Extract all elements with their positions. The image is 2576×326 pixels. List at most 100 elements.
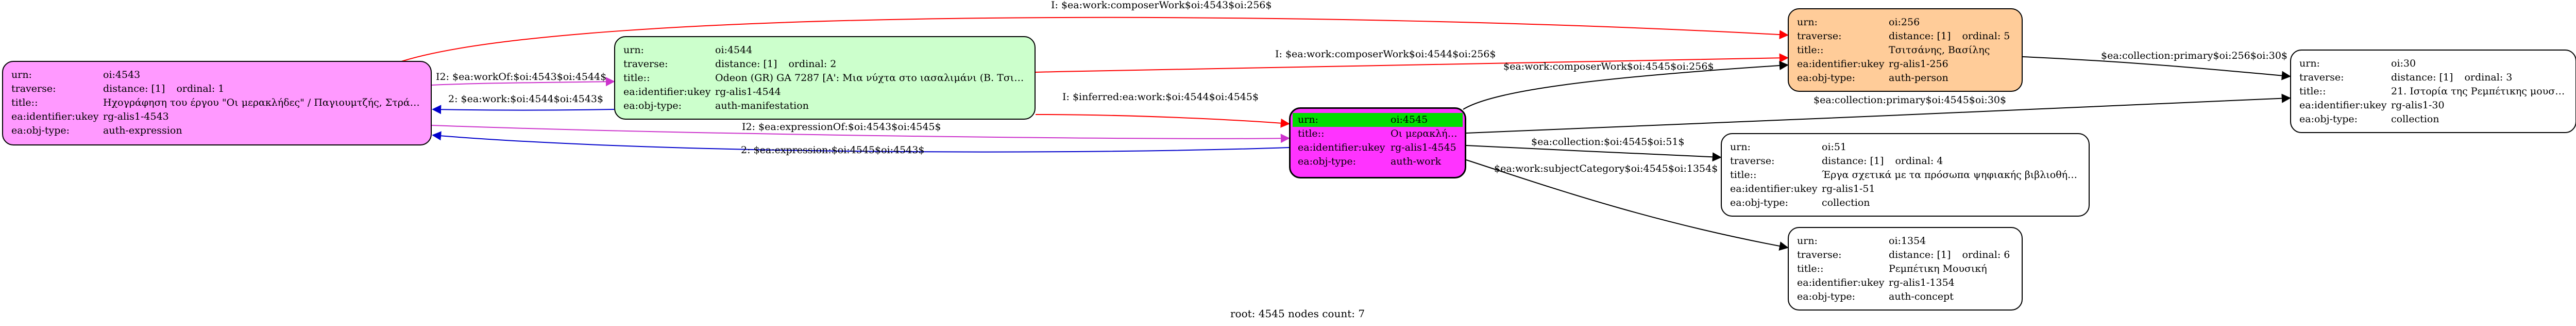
- edge-label: 2: $ea:work:$oi:4544$oi:4543$: [448, 93, 604, 105]
- node-oi-30[interactable]: urn:oi:30 traverse:distance: [1]ordinal:…: [2290, 50, 2576, 133]
- field-key: ea:obj-type:: [1797, 72, 1856, 84]
- node-urn: oi:4544: [715, 44, 753, 56]
- node-title: 21. Ιστορία της Ρεμπέτικης μουσικής: [2391, 86, 2567, 97]
- field-key: ea:identifier:ukey: [1797, 58, 1885, 70]
- node-title: Τσιτσάνης, Βασίλης: [1889, 44, 1990, 56]
- edge-label: $ea:collection:$oi:4545$oi:51$: [1531, 136, 1685, 148]
- field-key: urn:: [11, 69, 32, 80]
- node-row-traverse: traverse: distance: [1] ordinal: 5: [1797, 29, 2013, 43]
- node-row-traverse: traverse:distance: [1]ordinal: 3: [2299, 71, 2567, 85]
- node-oi-51[interactable]: urn:oi:51 traverse:distance: [1]ordinal:…: [1721, 133, 2090, 217]
- traverse-distance: distance: [1]: [2391, 72, 2453, 83]
- node-row-obj-type: ea:obj-type: auth-person: [1797, 71, 2013, 85]
- node-identifier: rg-alis1-4544: [715, 86, 781, 97]
- edge-label: 2: $ea:expression:$oi:4545$oi:4543$: [741, 144, 925, 156]
- traverse-distance: distance: [1]: [1889, 30, 1951, 42]
- field-key: title::: [1298, 128, 1325, 139]
- node-title: Οι μερακλήδες: [1391, 128, 1458, 139]
- node-obj-type: collection: [1822, 197, 1870, 208]
- node-row-urn: urn: oi:4543: [11, 68, 422, 82]
- field-key: title::: [1730, 169, 1757, 181]
- node-row-title: title::Τσιτσάνης, Βασίλης: [1797, 43, 2013, 57]
- node-row-urn: urn:oi:4544: [623, 43, 1026, 57]
- traverse-ordinal: ordinal: 2: [788, 58, 837, 70]
- node-row-title: title::Ηχογράφηση του έργου "Οι μερακλήδ…: [11, 96, 422, 110]
- node-row-urn: urn:oi:256: [1797, 15, 2013, 29]
- node-urn: oi:30: [2391, 58, 2416, 69]
- node-urn: oi:1354: [1889, 235, 1926, 247]
- field-key: ea:obj-type:: [11, 125, 70, 136]
- node-obj-type: collection: [2391, 113, 2439, 125]
- field-key: urn:: [1730, 141, 1751, 153]
- node-row-title: title::Οι μερακλήδες: [1298, 127, 1458, 141]
- field-key: ea:identifier:ukey: [1797, 277, 1885, 288]
- traverse-ordinal: ordinal: 4: [1895, 155, 1943, 167]
- field-key: traverse:: [1730, 155, 1775, 167]
- field-key: title::: [1797, 44, 1824, 56]
- field-key: title::: [11, 97, 38, 108]
- traverse-distance: distance: [1]: [1822, 155, 1884, 167]
- traverse-ordinal: ordinal: 1: [176, 83, 225, 94]
- field-key: ea:obj-type:: [1298, 156, 1357, 167]
- node-row-identifier: ea:identifier:ukey rg-alis1-4544: [623, 85, 1026, 99]
- node-row-title: title::Έργα σχετικά με τα πρόσωπα ψηφιακ…: [1730, 168, 2080, 182]
- node-title: Ηχογράφηση του έργου "Οι μερακλήδες" / Π…: [103, 97, 422, 108]
- node-oi-4544[interactable]: urn:oi:4544 traverse: distance: [1]ordina…: [614, 36, 1036, 120]
- field-key: urn:: [1298, 114, 1318, 125]
- field-key: traverse:: [1797, 30, 1842, 42]
- node-identifier: rg-alis1-51: [1822, 183, 1875, 194]
- node-row-urn: urn:oi:1354: [1797, 234, 2013, 248]
- field-key: traverse:: [623, 58, 668, 70]
- node-oi-256[interactable]: urn:oi:256 traverse: distance: [1] ordinal…: [1788, 8, 2023, 92]
- graph-footer: root: 4545 nodes count: 7: [1230, 307, 1365, 320]
- node-obj-type: auth-expression: [103, 125, 182, 136]
- node-row-traverse: traverse:distance: [1]ordinal: 1: [11, 82, 422, 96]
- node-obj-type: auth-person: [1889, 72, 1948, 84]
- edge-label: $ea:work:composerWork$oi:4545$oi:256$: [1503, 61, 1714, 72]
- field-key: title::: [2299, 86, 2326, 97]
- edge-label: I: $ea:work:composerWork$oi:4544$oi:256$: [1275, 48, 1496, 60]
- node-traverse: distance: [1]ordinal: 2: [715, 57, 1026, 71]
- node-obj-type: auth-concept: [1889, 291, 1954, 302]
- node-oi-4545-root[interactable]: urn: oi:4545 title::Οι μερακλήδες ea:iden…: [1289, 107, 1466, 178]
- node-urn: oi:4545: [1391, 114, 1428, 125]
- node-row-obj-type: ea:obj-type:collection: [1730, 196, 2080, 210]
- field-key: title::: [623, 72, 650, 84]
- node-oi-1354[interactable]: urn:oi:1354 traverse:distance: [1]ordina…: [1788, 227, 2023, 311]
- edge-4545-collection-51: [1466, 145, 1722, 162]
- edge-4545-composer-256: [1463, 61, 1789, 110]
- node-title: Ρεμπέτικη Μουσική: [1889, 263, 1987, 274]
- node-row-obj-type: ea:obj-type:auth-concept: [1797, 290, 2013, 304]
- field-key: ea:obj-type:: [2299, 113, 2358, 125]
- field-key: urn:: [2299, 58, 2320, 69]
- edge-4543-composer-256: [396, 17, 1789, 63]
- edge-4545-collection-30: [1466, 93, 2291, 134]
- node-obj-type: auth-manifestation: [715, 100, 809, 111]
- node-oi-4543[interactable]: urn: oi:4543 traverse:distance: [1]ordina…: [2, 61, 432, 145]
- traverse-distance: distance: [1]: [1889, 249, 1951, 260]
- traverse-ordinal: ordinal: 3: [2464, 72, 2513, 83]
- node-urn: oi:4543: [103, 69, 141, 80]
- traverse-ordinal: ordinal: 5: [1962, 30, 2010, 42]
- edge-label: I2: $ea:workOf:$oi:4543$oi:4544$: [436, 71, 607, 83]
- node-traverse: distance: [1] ordinal: 4: [1822, 154, 2080, 168]
- node-traverse: distance: [1] ordinal: 3: [2391, 71, 2567, 85]
- node-identifier: rg-alis1-4543: [103, 111, 169, 122]
- node-row-title: title::Odeon (GR) GA 7287 [Α': Μια νύχτα…: [623, 71, 1026, 85]
- field-key: ea:identifier:ukey: [623, 86, 711, 97]
- field-key: ea:identifier:ukey: [2299, 100, 2387, 111]
- edge-label: I2: $ea:expressionOf:$oi:4543$oi:4545$: [742, 121, 941, 133]
- edge-label: I: $inferred:ea:work:$oi:4544$oi:4545$: [1062, 91, 1259, 103]
- edge-4544-work-4543: [432, 105, 615, 115]
- node-identifier: rg-alis1-4545: [1391, 142, 1456, 153]
- node-row-obj-type: ea:obj-type: collection: [2299, 112, 2567, 126]
- node-row-title: title::21. Ιστορία της Ρεμπέτικης μουσικ…: [2299, 85, 2567, 99]
- edge-label: I: $ea:work:composerWork$oi:4543$oi:256$: [1051, 0, 1272, 11]
- edge-label: $ea:collection:primary$oi:4545$oi:30$: [1814, 94, 2007, 106]
- field-key: title::: [1797, 263, 1824, 274]
